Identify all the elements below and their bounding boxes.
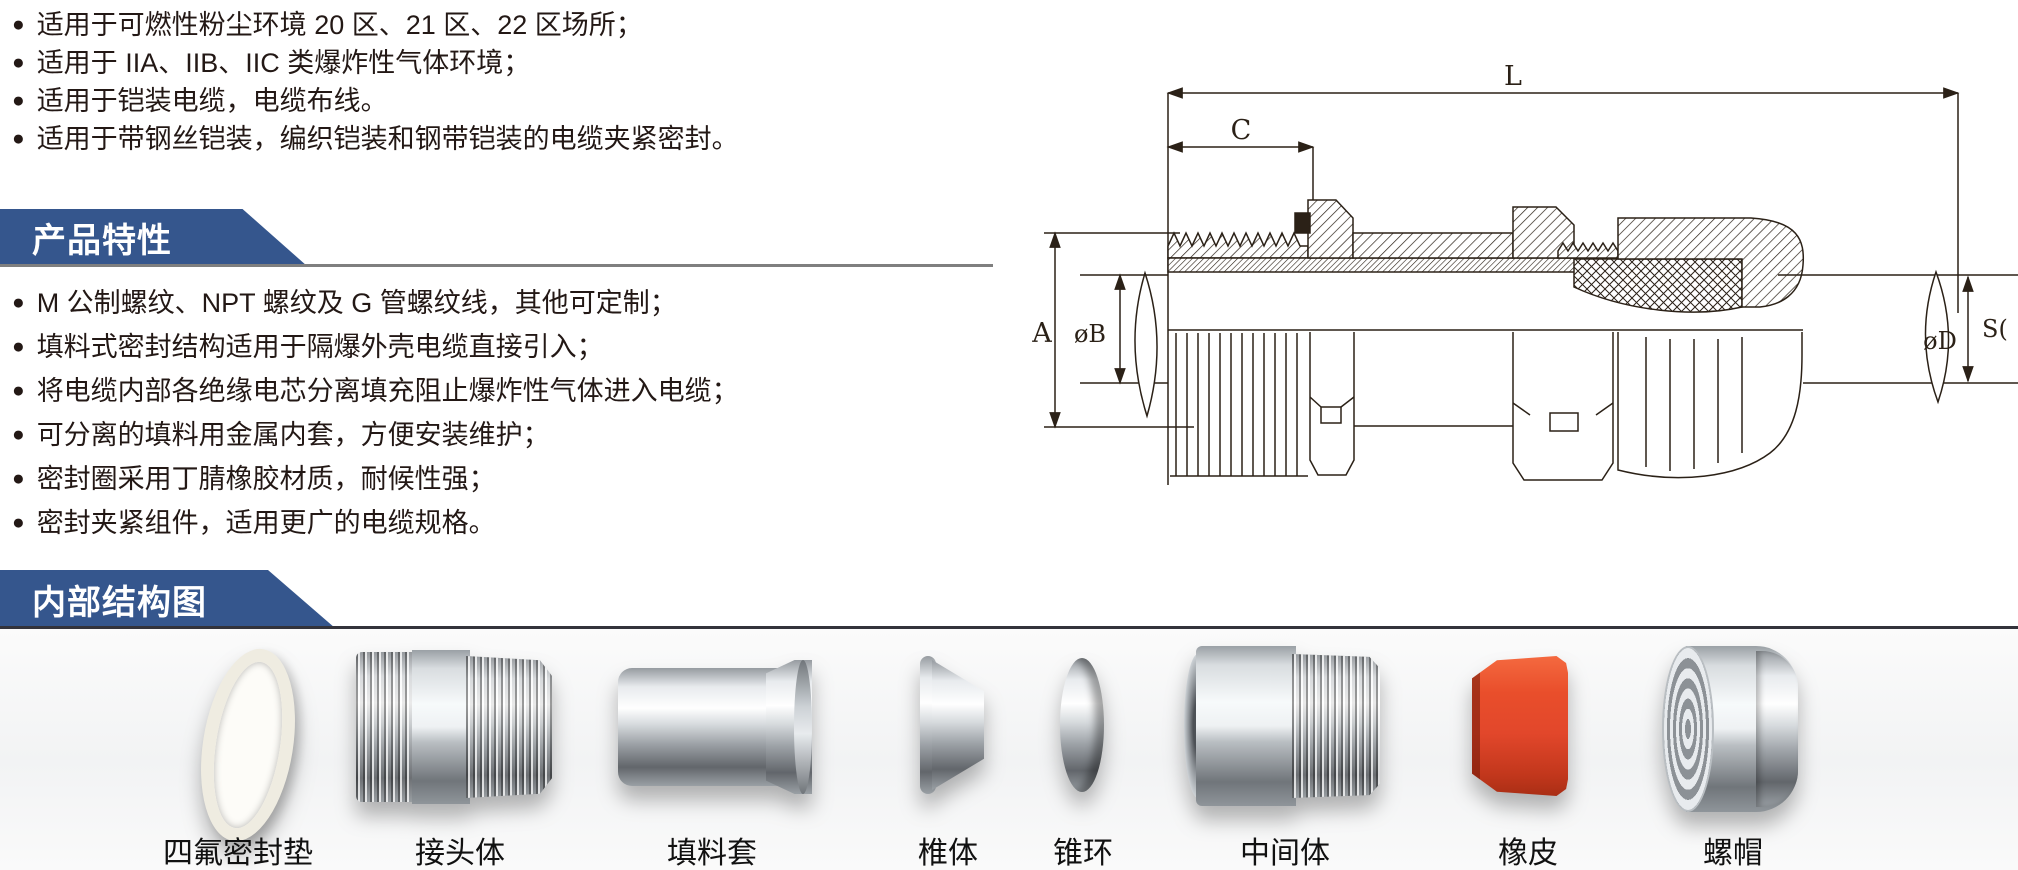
list-item-text: 填料式密封结构适用于隔爆外壳电缆直接引入；: [36, 332, 604, 362]
component-rubber-seal: [1472, 656, 1568, 796]
component-middle-body: [1184, 646, 1380, 806]
component-packing-sleeve: [618, 660, 812, 794]
section-banner-features: 产品特性: [0, 209, 307, 266]
cable-break-left: [1134, 270, 1158, 419]
bullet-icon: ●: [12, 423, 25, 446]
sleeve-body: [618, 668, 782, 786]
component-label: 四氟密封垫: [163, 837, 313, 870]
list-item-text: 适用于 IIA、IIB、IIC 类爆炸性气体环境；: [36, 48, 531, 78]
feature-bullet-list: ● M 公制螺纹、NPT 螺纹及 G 管螺纹线，其他可定制； ● 填料式密封结构适用…: [12, 281, 739, 545]
list-item-text: 密封夹紧组件，适用更广的电缆规格。: [36, 508, 496, 538]
section-title: 内部结构图: [32, 583, 207, 622]
dim-label-A: A: [1031, 318, 1052, 349]
bullet-icon: ●: [12, 467, 25, 490]
dimension-A: [1044, 231, 1194, 429]
gland-external: [1168, 329, 1803, 481]
section-rule: [0, 626, 2018, 629]
section-rule: [0, 264, 993, 267]
component-label: 填料套: [667, 837, 757, 870]
bullet-icon: ●: [12, 127, 25, 150]
thread-section: [466, 656, 552, 798]
list-item-text: 可分离的填料用金属内套，方便安装维护；: [36, 420, 550, 450]
dim-label-L: L: [1504, 61, 1522, 92]
gland-section: [1167, 199, 1805, 313]
list-item: ● M 公制螺纹、NPT 螺纹及 G 管螺纹线，其他可定制；: [12, 281, 739, 325]
bullet-icon: ●: [12, 291, 25, 314]
dim-label-D: øD: [1923, 327, 1957, 355]
list-item: ● 将电缆内部各绝缘电芯分离填充阻止爆炸性气体进入电缆；: [12, 369, 739, 413]
component-cap-nut: [1662, 646, 1798, 812]
dimension-L: [1166, 87, 1960, 313]
section-banner-structure: 内部结构图: [0, 570, 335, 628]
component-cone-ring: [1060, 658, 1104, 792]
bullet-icon: ●: [12, 51, 25, 74]
hex-section: [1196, 646, 1296, 806]
thread-section: [356, 652, 416, 802]
dimension-C: [1166, 141, 1315, 218]
dim-label-B: øB: [1074, 320, 1106, 348]
bullet-icon: ●: [12, 335, 25, 358]
component-label: 接头体: [415, 837, 505, 870]
component-ptfe-gasket: [188, 642, 308, 848]
component-label: 螺帽: [1703, 837, 1763, 870]
hex-section: [412, 650, 470, 804]
list-item: ● 填料式密封结构适用于隔爆外壳电缆直接引入；: [12, 325, 739, 369]
gasket-ring-shape: [188, 642, 308, 848]
bullet-icon: ●: [12, 379, 25, 402]
component-label: 橡皮: [1498, 837, 1558, 870]
bullet-icon: ●: [12, 89, 25, 112]
component-cone: [920, 656, 984, 794]
nut-collar: [1756, 651, 1798, 807]
dimension-D: [1778, 274, 2018, 384]
bullet-icon: ●: [12, 13, 25, 36]
application-bullet-list: ● 适用于可燃性粉尘环境 20 区、21 区、22 区场所； ● 适用于 IIA、I…: [12, 6, 739, 158]
rubber-seal-shape: [1472, 656, 1568, 796]
list-item-text: 将电缆内部各绝缘电芯分离填充阻止爆炸性气体进入电缆；: [36, 376, 739, 406]
threaded-bore: [1662, 646, 1714, 812]
technical-drawing: L C A øB øD S(: [1031, 61, 2018, 485]
thread-section: [1292, 654, 1380, 798]
component-label: 椎体: [918, 837, 978, 870]
list-item: ● 适用于可燃性粉尘环境 20 区、21 区、22 区场所；: [12, 6, 739, 44]
list-item: ● 适用于铠装电缆，电缆布线。: [12, 82, 739, 120]
section-title: 产品特性: [32, 222, 172, 260]
component-joint-body: [356, 650, 552, 804]
component-label: 中间体: [1240, 837, 1330, 870]
components-strip: [0, 629, 2018, 870]
nut-bore-face: [1662, 646, 1714, 812]
sleeve-rim: [794, 660, 812, 794]
list-item: ● 适用于带钢丝铠装，编织铠装和钢带铠装的电缆夹紧密封。: [12, 120, 739, 158]
list-item-text: 适用于可燃性粉尘环境 20 区、21 区、22 区场所；: [36, 10, 643, 40]
ring-disc: [1060, 658, 1104, 792]
list-item-text: 密封圈采用丁腈橡胶材质，耐候性强；: [36, 464, 496, 494]
cable-break-right: [1924, 269, 1950, 405]
list-item: ● 密封圈采用丁腈橡胶材质，耐候性强；: [12, 457, 739, 501]
component-label: 锥环: [1053, 837, 1113, 870]
list-item-text: 适用于铠装电缆，电缆布线。: [36, 86, 388, 116]
dim-label-C: C: [1231, 115, 1252, 146]
list-item: ● 可分离的填料用金属内套，方便安装维护；: [12, 413, 739, 457]
list-item: ● 密封夹紧组件，适用更广的电缆规格。: [12, 501, 739, 545]
bullet-icon: ●: [12, 511, 25, 534]
list-item: ● 适用于 IIA、IIB、IIC 类爆炸性气体环境；: [12, 44, 739, 82]
dim-label-S: S(: [1982, 315, 2008, 343]
list-item-text: 适用于带钢丝铠装，编织铠装和钢带铠装的电缆夹紧密封。: [36, 124, 739, 154]
cone-body: [932, 660, 984, 790]
list-item-text: M 公制螺纹、NPT 螺纹及 G 管螺纹线，其他可定制；: [36, 288, 677, 318]
